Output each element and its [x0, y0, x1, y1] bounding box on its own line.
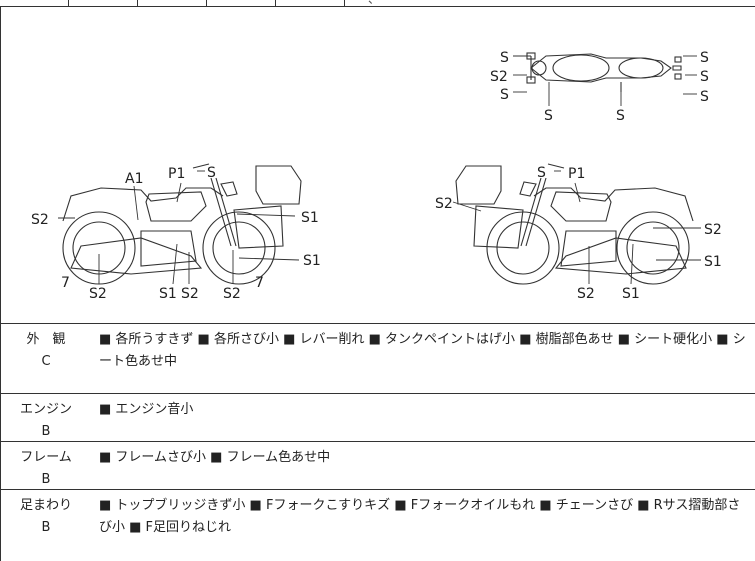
damage-diagram: S S2 S S S S S S A1 P1 S S2 S1 S1 7 S2 S…: [0, 6, 755, 324]
right-view-label: S2: [435, 196, 453, 212]
top-view-label: S: [616, 108, 625, 124]
frame-row: フレーム B ■ フレームさび小 ■ フレーム色あせ中: [0, 441, 755, 490]
engine-description: ■ エンジン音小: [99, 402, 194, 417]
category-label: 足まわり: [19, 498, 72, 513]
right-view-label: S1: [622, 286, 640, 302]
top-view-motorcycle: [526, 52, 682, 92]
engine-row: エンジン B ■ エンジン音小: [0, 393, 755, 442]
category-label: フレーム: [20, 450, 72, 465]
left-view-label: 7: [255, 275, 264, 291]
right-side-motorcycle: [455, 163, 694, 285]
left-view-label: S1: [303, 253, 321, 269]
left-view-label: 7: [61, 275, 70, 291]
left-view-label: S1: [301, 210, 319, 226]
left-view-label: A1: [125, 171, 143, 187]
exterior-row: 外 観 C ■ 各所うすきず ■ 各所さび小 ■ レバー削れ ■ タンクペイント…: [0, 323, 755, 394]
header-row-fragment: 、: [0, 0, 755, 7]
left-view-label: S2: [89, 286, 107, 302]
motorcycle-diagram-svg: S S2 S S S S S S A1 P1 S S2 S1 S1 7 S2 S…: [31, 50, 722, 302]
left-view-label: S2: [31, 212, 49, 228]
grade-label: B: [41, 424, 51, 439]
top-view-label: S: [500, 50, 509, 66]
grade-label: B: [41, 472, 51, 487]
left-side-motorcycle: [62, 163, 302, 285]
right-view-label: S1: [704, 254, 722, 270]
right-view-label: S2: [577, 286, 595, 302]
exterior-category: 外 観 C: [1, 329, 91, 373]
right-view-label: S: [537, 165, 546, 181]
category-label: 外 観: [26, 332, 66, 347]
grade-label: C: [41, 354, 51, 369]
frame-category: フレーム B: [1, 447, 91, 491]
left-view-label: P1: [168, 166, 185, 182]
exterior-description: ■ 各所うすきず ■ 各所さび小 ■ レバー削れ ■ タンクペイントはげ小 ■ …: [99, 332, 746, 369]
right-view-label: S2: [704, 222, 722, 238]
top-view-label: S: [500, 87, 509, 103]
category-label: エンジン: [19, 402, 72, 417]
top-view-label: S2: [490, 69, 508, 85]
left-view-label: S: [207, 165, 216, 181]
suspension-description: ■ トップブリッジきず小 ■ Fフォークこすりキズ ■ Fフォークオイルもれ ■…: [99, 498, 741, 535]
top-view-label: S: [544, 108, 553, 124]
frame-description: ■ フレームさび小 ■ フレーム色あせ中: [99, 450, 331, 465]
top-view-label: S: [700, 69, 709, 85]
suspension-category: 足まわり B: [1, 495, 91, 539]
engine-category: エンジン B: [1, 399, 91, 443]
suspension-row: 足まわり B ■ トップブリッジきず小 ■ Fフォークこすりキズ ■ Fフォーク…: [0, 489, 755, 561]
top-view-label: S: [700, 89, 709, 105]
left-view-label: S2: [223, 286, 241, 302]
header-fragment-text: 、: [368, 0, 380, 7]
left-view-label: S1: [159, 286, 177, 302]
grade-label: B: [41, 520, 51, 535]
right-view-label: P1: [568, 166, 585, 182]
top-view-label: S: [700, 50, 709, 66]
left-view-label: S2: [181, 286, 199, 302]
